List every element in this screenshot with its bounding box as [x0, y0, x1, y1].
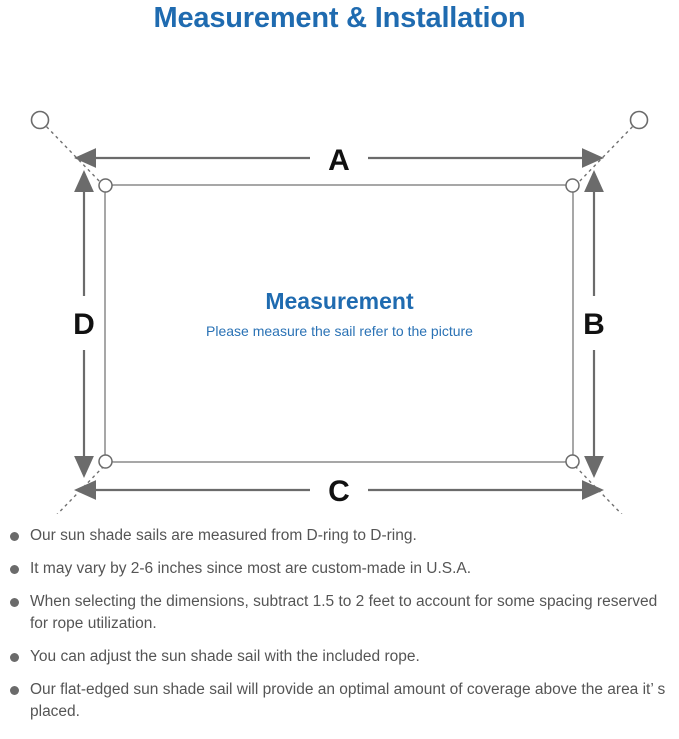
note-text: When selecting the dimensions, subtract …	[30, 593, 658, 632]
note-text: Our sun shade sails are measured from D-…	[30, 527, 417, 544]
measurement-diagram: A C D B Measurement Please measure the s…	[0, 44, 679, 514]
bullet-icon	[10, 686, 19, 695]
list-item: Our sun shade sails are measured from D-…	[0, 525, 679, 547]
dimension-label-a: A	[328, 144, 350, 177]
d-ring-top-right-icon	[565, 178, 580, 193]
page-title: Measurement & Installation	[153, 2, 526, 34]
dimension-label-d: D	[73, 308, 95, 341]
dimension-label-c: C	[328, 475, 350, 508]
list-item: It may vary by 2-6 inches since most are…	[0, 558, 679, 580]
dimension-label-b: B	[583, 308, 605, 341]
d-ring-top-left-icon	[98, 178, 113, 193]
list-item: You can adjust the sun shade sail with t…	[0, 646, 679, 668]
d-rings	[98, 178, 580, 469]
notes-list: Our sun shade sails are measured from D-…	[0, 525, 679, 734]
bullet-icon	[10, 653, 19, 662]
d-ring-bottom-left-icon	[98, 454, 113, 469]
d-ring-bottom-right-icon	[565, 454, 580, 469]
note-text: It may vary by 2-6 inches since most are…	[30, 560, 472, 577]
bullet-icon	[10, 598, 19, 607]
anchor-top-left-icon	[30, 110, 50, 130]
sail-body	[104, 184, 574, 463]
list-item: When selecting the dimensions, subtract …	[0, 591, 679, 635]
rope-bottom-left	[56, 466, 104, 514]
bullet-icon	[10, 565, 19, 574]
anchor-top-right-icon	[629, 110, 649, 130]
anchor-points	[30, 110, 649, 130]
measurement-subtext: Please measure the sail refer to the pic…	[206, 323, 473, 339]
rope-top-right	[575, 121, 638, 186]
note-text: You can adjust the sun shade sail with t…	[30, 648, 420, 665]
measurement-heading: Measurement	[265, 288, 414, 314]
sail-diagram-svg: A C D B	[30, 110, 649, 514]
note-text: Our flat-edged sun shade sail will provi…	[30, 681, 666, 720]
list-item: Our flat-edged sun shade sail will provi…	[0, 679, 679, 723]
bullet-icon	[10, 532, 19, 541]
rope-top-left	[41, 121, 104, 186]
rope-bottom-right	[575, 466, 623, 514]
